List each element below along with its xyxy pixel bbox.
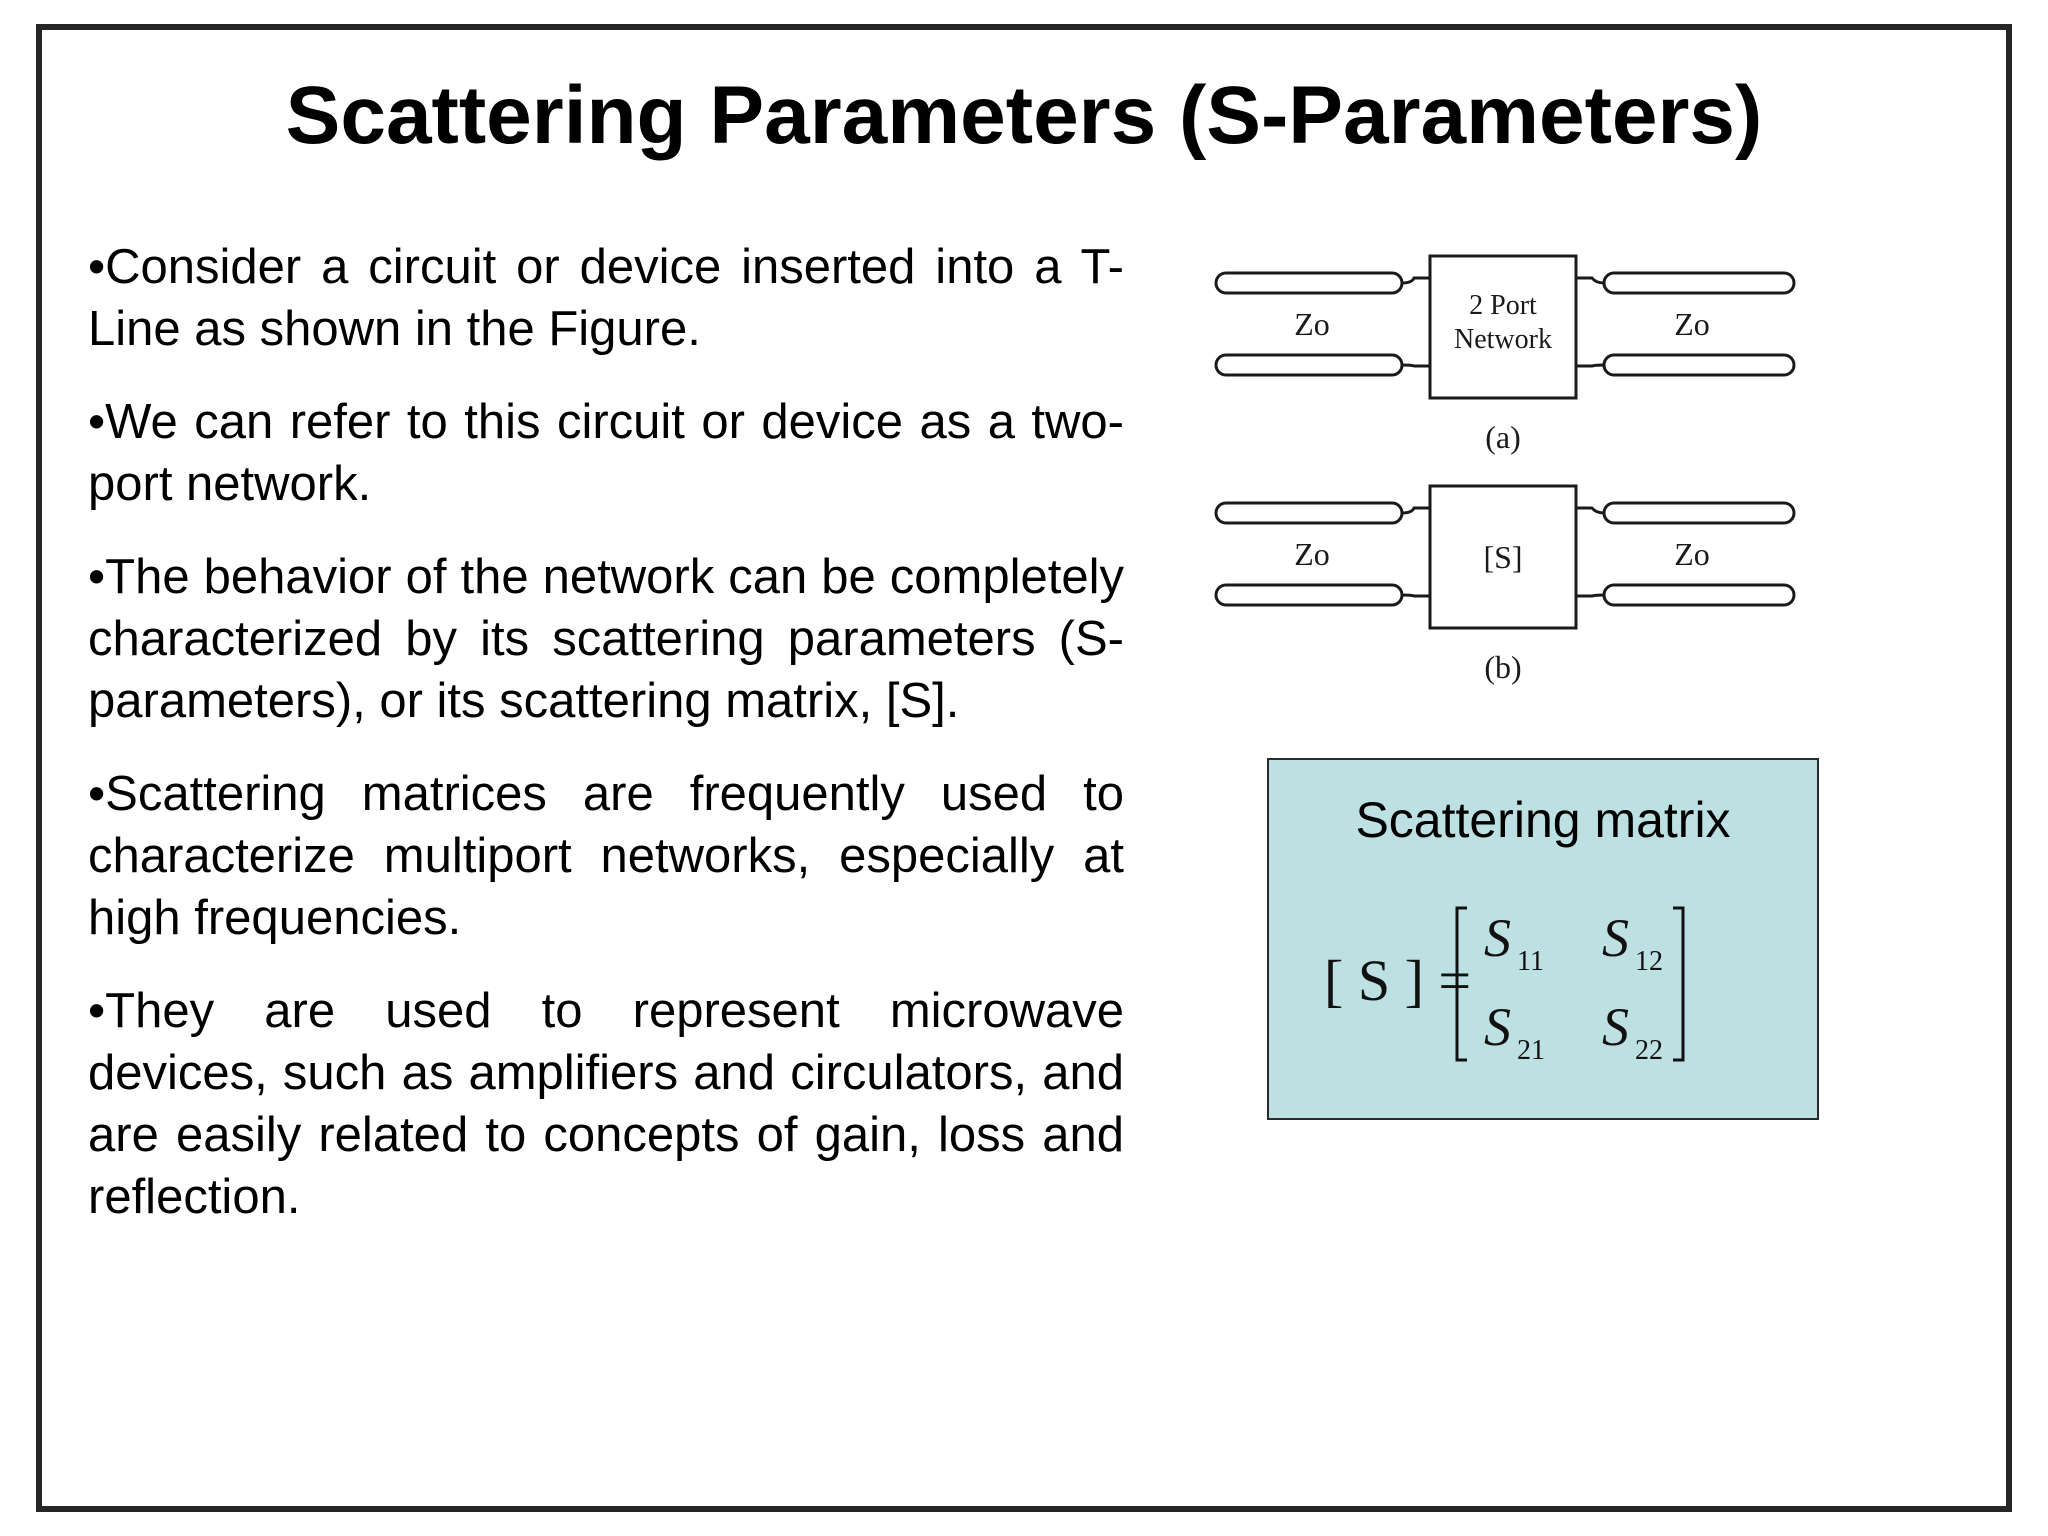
entry-symbol: S [1484, 908, 1511, 968]
bullet-list: •Consider a circuit or device inserted i… [88, 236, 1124, 1228]
tline-right-connector [1576, 276, 1605, 368]
tline-left-top [1214, 501, 1404, 525]
entry-subscript: 11 [1517, 946, 1544, 977]
entry-symbol: S [1602, 908, 1629, 968]
right-bracket [1673, 906, 1685, 1062]
entry-symbol: S [1602, 997, 1629, 1057]
zo-label-a-left: Zo [1294, 306, 1330, 342]
tline-right-bottom [1602, 583, 1796, 607]
diagram-b [1214, 484, 1796, 630]
zo-label-b-left: Zo [1294, 536, 1330, 572]
box-b-label: [S] [1483, 539, 1522, 575]
tline-right-top [1602, 501, 1796, 525]
s-matrix-box-b [1428, 484, 1578, 630]
bullet-item: •The behavior of the network can be comp… [88, 550, 1124, 728]
tline-left-bottom [1214, 353, 1404, 377]
bullet-item: •They are used to represent microwave de… [88, 984, 1124, 1224]
entry-subscript: 12 [1635, 946, 1663, 977]
matrix-entry-s22: S 22 [1602, 997, 1663, 1066]
matrix-title: Scattering matrix [1355, 792, 1731, 848]
matrix-lhs: [ S ] = [1324, 948, 1471, 1013]
scattering-matrix-box: Scattering matrix [ S ] = S 11 S 12 S 21… [1267, 758, 1819, 1120]
matrix-entry-s12: S 12 [1602, 908, 1663, 977]
bullet-item: •Scattering matrices are frequently used… [88, 767, 1124, 945]
box-a-label-line2: Network [1454, 324, 1552, 355]
entry-subscript: 21 [1517, 1035, 1545, 1066]
two-port-figure: Zo 2 Port Network Zo (a) Zo [S] Zo (b) [1212, 248, 1808, 688]
slide-title: Scattering Parameters (S-Parameters) [285, 70, 1763, 161]
two-port-box-a [1428, 254, 1578, 400]
tline-left-connector [1401, 506, 1430, 598]
caption-b: (b) [1484, 649, 1521, 685]
matrix-entry-s21: S 21 [1484, 997, 1545, 1066]
bullet-item: •Consider a circuit or device inserted i… [88, 240, 1124, 356]
tline-right-bottom [1602, 353, 1796, 377]
tline-right-connector [1576, 506, 1605, 598]
entry-symbol: S [1484, 997, 1511, 1057]
diagram-a [1214, 254, 1796, 400]
box-a-label-line1: 2 Port [1469, 290, 1537, 321]
tline-left-connector [1401, 276, 1430, 368]
matrix-entry-s11: S 11 [1484, 908, 1544, 977]
bullet-item: •We can refer to this circuit or device … [88, 395, 1124, 511]
tline-left-bottom [1214, 583, 1404, 607]
tline-left-top [1214, 271, 1404, 295]
zo-label-a-right: Zo [1674, 306, 1710, 342]
matrix-equation: [ S ] = S 11 S 12 S 21 S 22 [1324, 906, 1685, 1066]
two-port-diagram: Zo 2 Port Network Zo (a) Zo [S] Zo (b) [1214, 254, 1796, 685]
matrix-brackets [1455, 906, 1685, 1062]
zo-label-b-right: Zo [1674, 536, 1710, 572]
entry-subscript: 22 [1635, 1035, 1663, 1066]
caption-a: (a) [1485, 419, 1521, 455]
left-bracket [1455, 906, 1467, 1062]
tline-right-top [1602, 271, 1796, 295]
